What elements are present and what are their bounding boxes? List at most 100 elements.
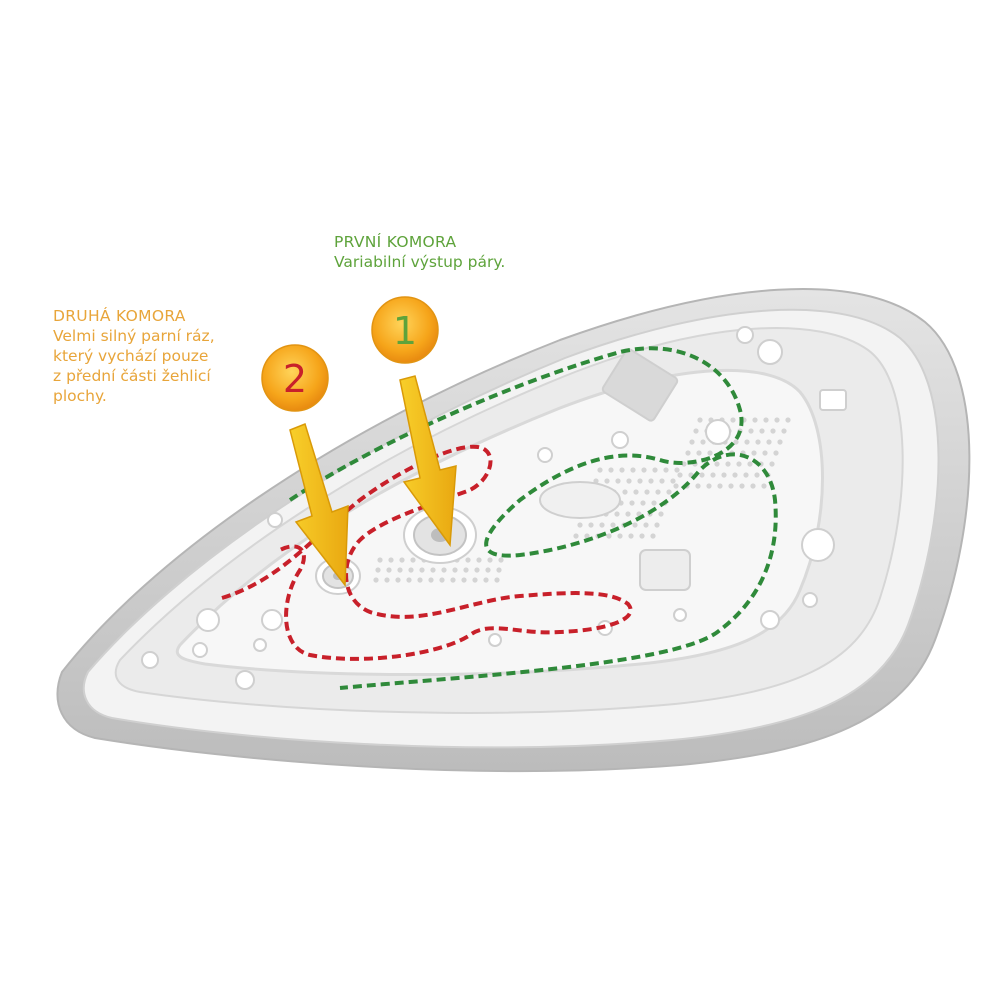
steam-hole	[699, 472, 705, 478]
steam-hole	[655, 489, 661, 495]
steam-hole	[651, 500, 657, 506]
steam-hole	[619, 467, 625, 473]
steam-hole	[628, 533, 634, 539]
arrow-1	[399, 375, 457, 548]
steam-hole	[476, 557, 482, 563]
steam-hole	[487, 557, 493, 563]
steam-hole	[681, 461, 687, 467]
steam-hole	[685, 450, 691, 456]
steam-hole	[761, 483, 767, 489]
steam-hole	[644, 489, 650, 495]
steam-hole	[452, 567, 458, 573]
steam-hole	[754, 472, 760, 478]
steam-hole	[498, 557, 504, 563]
steam-hole	[417, 577, 423, 583]
first-chamber-description: Variabilní výstup páry.	[334, 253, 506, 271]
steam-hole	[577, 522, 583, 528]
steam-hole	[643, 522, 649, 528]
steam-hole	[474, 567, 480, 573]
steam-hole	[654, 522, 660, 528]
badge-2-number: 2	[283, 357, 307, 401]
second-chamber-label: DRUHÁ KOMORA Velmi silný parní ráz, kter…	[53, 306, 243, 406]
steam-hole	[774, 417, 780, 423]
steam-hole	[725, 461, 731, 467]
steam-hole	[639, 533, 645, 539]
steam-hole	[408, 567, 414, 573]
steam-hole	[781, 428, 787, 434]
steam-hole	[739, 483, 745, 489]
steam-hole	[615, 478, 621, 484]
steam-hole	[632, 522, 638, 528]
steam-hole	[450, 577, 456, 583]
steam-hole	[707, 450, 713, 456]
steam-hole	[472, 577, 478, 583]
steam-hole	[652, 467, 658, 473]
steam-hole	[637, 478, 643, 484]
badge-2: 2	[261, 344, 329, 412]
steam-hole	[777, 439, 783, 445]
steam-hole	[373, 577, 379, 583]
steam-hole	[750, 483, 756, 489]
steam-hole	[677, 472, 683, 478]
steam-hole	[496, 567, 502, 573]
steam-hole	[759, 428, 765, 434]
steam-hole	[769, 461, 775, 467]
steam-hole	[485, 567, 491, 573]
steam-hole	[674, 467, 680, 473]
steam-hole	[428, 577, 434, 583]
steam-hole	[614, 511, 620, 517]
steam-hole	[573, 533, 579, 539]
steam-hole	[700, 439, 706, 445]
steam-hole	[606, 533, 612, 539]
first-chamber-title: PRVNÍ KOMORA	[334, 233, 457, 251]
steam-hole	[410, 557, 416, 563]
steam-hole	[397, 567, 403, 573]
arrow-2	[289, 423, 349, 588]
steam-hole	[483, 577, 489, 583]
steam-hole	[430, 567, 436, 573]
steam-hole	[633, 489, 639, 495]
steam-hole	[599, 522, 605, 528]
steam-hole	[617, 533, 623, 539]
steam-hole	[695, 483, 701, 489]
second-chamber-steam-path	[221, 444, 633, 661]
steam-hole	[755, 439, 761, 445]
steam-hole	[625, 511, 631, 517]
steam-hole	[588, 522, 594, 528]
steam-hole	[465, 557, 471, 563]
steam-hole	[640, 500, 646, 506]
steam-hole	[773, 450, 779, 456]
steam-hole	[377, 557, 383, 563]
steam-hole	[751, 450, 757, 456]
steam-hole	[693, 428, 699, 434]
steam-hole	[494, 577, 500, 583]
steam-hole	[610, 522, 616, 528]
steam-hole	[710, 472, 716, 478]
steam-hole	[650, 533, 656, 539]
steam-hole	[736, 461, 742, 467]
first-chamber-steam-path	[288, 346, 778, 690]
steam-hole	[747, 461, 753, 467]
steam-hole	[717, 483, 723, 489]
steam-hole	[706, 483, 712, 489]
second-chamber-description: Velmi silný parní ráz, který vychází pou…	[53, 327, 215, 405]
steam-hole	[728, 483, 734, 489]
steam-hole	[743, 472, 749, 478]
steam-hole	[659, 478, 665, 484]
steam-hole	[732, 472, 738, 478]
steam-hole	[658, 511, 664, 517]
steam-hole	[629, 500, 635, 506]
steam-hole	[762, 450, 768, 456]
steam-hole	[721, 472, 727, 478]
steam-hole	[641, 467, 647, 473]
steam-hole	[763, 417, 769, 423]
steam-hole	[689, 439, 695, 445]
steam-hole	[461, 577, 467, 583]
steam-hole	[388, 557, 394, 563]
steam-hole	[730, 417, 736, 423]
steam-hole	[597, 467, 603, 473]
steam-hole	[748, 428, 754, 434]
steam-hole	[419, 567, 425, 573]
second-chamber-title: DRUHÁ KOMORA	[53, 307, 186, 325]
